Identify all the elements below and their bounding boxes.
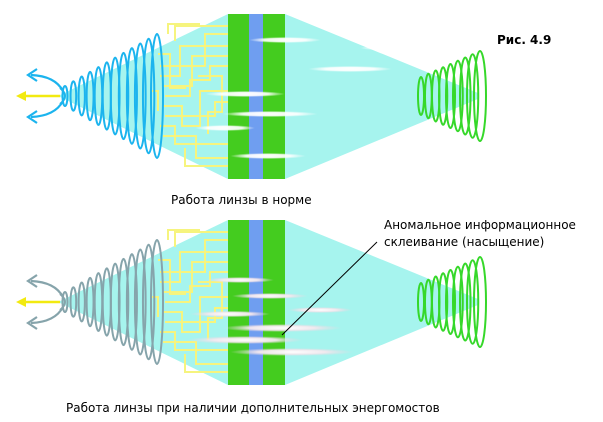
left-spiral: [59, 33, 164, 159]
wire: [162, 55, 228, 87]
wire: [184, 148, 228, 167]
light-streak: [222, 324, 342, 332]
light-streak: [232, 293, 308, 299]
spiral-turn: [133, 42, 147, 150]
light-streak: [249, 37, 321, 43]
spiral-turn: [141, 243, 156, 361]
spiral-turn: [150, 33, 164, 159]
spiral-turn: [133, 248, 147, 356]
light-streak: [230, 348, 354, 356]
spiral-turn: [117, 257, 130, 347]
wire: [165, 65, 228, 97]
emission-arrows: [26, 68, 64, 124]
green-band-left: [228, 220, 249, 385]
wire: [163, 341, 228, 365]
green-band-right: [263, 220, 285, 385]
green-band-right: [263, 14, 285, 179]
arrow-up-head: [26, 68, 38, 82]
wire: [174, 231, 228, 247]
wire-mesh: [150, 229, 228, 373]
spiral-turn: [473, 256, 487, 348]
wire: [150, 296, 159, 317]
figure-number: Рис. 4.9: [497, 33, 552, 47]
wire: [160, 33, 228, 67]
arrow-up: [30, 73, 64, 92]
lens-with-energy-bridges: [16, 220, 487, 385]
spiral-turn: [85, 276, 95, 328]
light-streak: [205, 91, 285, 97]
annotation-pointer-line: [281, 241, 378, 336]
emission-arrows: [26, 274, 64, 330]
light-streak: [206, 277, 274, 283]
light-streak: [360, 45, 420, 51]
bottom-caption: Работа линзы при наличии дополнительных …: [66, 401, 440, 415]
light-streak: [230, 153, 306, 159]
spiral-turn: [61, 291, 69, 313]
wire-mesh: [150, 23, 228, 167]
light-streak: [195, 125, 255, 131]
arrow-up: [30, 279, 64, 298]
lens-normal: [16, 14, 487, 179]
central-beam-head: [16, 297, 26, 307]
spiral-turn: [77, 281, 86, 323]
wire: [184, 354, 228, 373]
spiral-turn: [438, 66, 449, 126]
wire: [198, 75, 223, 134]
annotation-line-1: Аномальное информационное: [384, 218, 576, 232]
spiral-turn: [125, 253, 138, 351]
spiral-turn: [473, 50, 487, 142]
wire: [163, 135, 228, 159]
arrow-up-head: [26, 274, 38, 288]
wire: [158, 259, 186, 295]
spiral-turn: [85, 70, 95, 122]
wire: [174, 25, 228, 41]
arrow-down: [30, 100, 64, 119]
right-spiral: [417, 50, 487, 142]
wire: [162, 296, 228, 333]
light-streak: [187, 336, 303, 344]
light-streak: [190, 310, 270, 318]
spiral-turn: [452, 265, 464, 339]
spiral-turn: [459, 262, 472, 342]
blue-band: [249, 220, 263, 385]
spiral-turn: [452, 59, 464, 133]
arrow-down-head: [26, 110, 38, 124]
wire: [160, 239, 228, 273]
spiral-turn: [61, 85, 69, 107]
wire: [165, 271, 228, 303]
wire: [167, 229, 200, 240]
spiral-turn: [459, 56, 472, 136]
spiral-turn: [117, 51, 130, 141]
annotation-line-2: склеивание (насыщение): [384, 235, 545, 249]
arrow-down: [30, 306, 64, 325]
spiral-turn: [77, 75, 86, 117]
wire: [162, 90, 228, 127]
spiral-turn: [466, 53, 480, 139]
arrow-down-head: [26, 316, 38, 330]
light-streak: [288, 307, 352, 313]
spiral-turn: [125, 47, 138, 145]
central-beam-head: [16, 91, 26, 101]
spiral-turn: [445, 63, 456, 129]
wire: [167, 23, 200, 34]
spiral-turn: [150, 239, 164, 365]
light-streak: [308, 66, 392, 72]
top-caption: Работа линзы в норме: [171, 193, 312, 207]
wire: [158, 53, 186, 89]
spiral-turn: [141, 37, 156, 155]
annotation-label: Аномальное информационное склеивание (на…: [384, 217, 576, 251]
wire: [162, 261, 228, 293]
wire: [198, 281, 223, 340]
spiral-turn: [69, 286, 78, 318]
spiral-turn: [69, 80, 78, 112]
right-spiral: [417, 256, 487, 348]
wire: [150, 90, 159, 111]
light-streak: [222, 111, 318, 117]
spiral-turn: [466, 259, 480, 345]
spiral-turn: [438, 272, 449, 332]
spiral-turn: [445, 269, 456, 335]
